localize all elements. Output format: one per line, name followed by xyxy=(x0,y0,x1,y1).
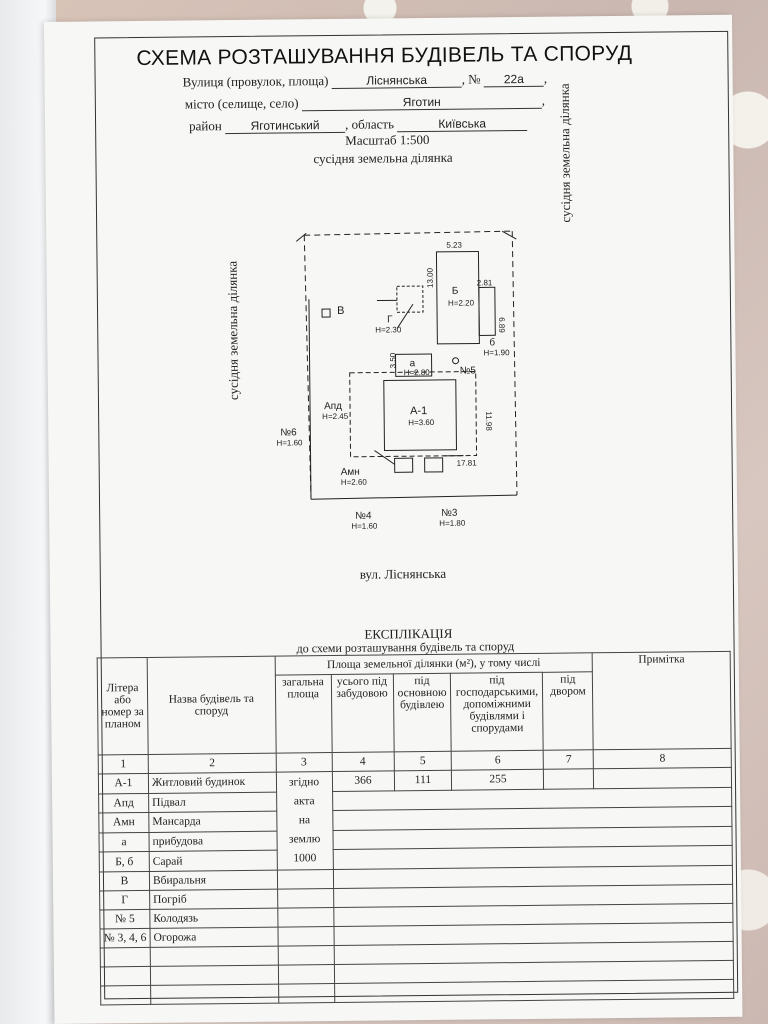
label-amn-height: H=2.60 xyxy=(341,478,368,487)
row-litera: № 5 xyxy=(99,909,150,929)
header-note: Примітка xyxy=(592,651,732,750)
plot-boundary-right xyxy=(511,231,518,496)
label-b-small: б xyxy=(489,336,495,348)
row-litera: а xyxy=(98,832,150,853)
building-a1-basement xyxy=(349,370,478,458)
label-b-height: H=2.20 xyxy=(448,299,475,308)
row-name: Підвал xyxy=(148,791,277,813)
header-name: Назва будівель та споруд xyxy=(147,656,276,755)
plot-boundary-left xyxy=(303,235,312,500)
row-name: Огорожа xyxy=(149,927,278,948)
yard-area-value xyxy=(543,768,594,789)
header-total: загальна площа xyxy=(274,674,332,754)
row-name: Колодязь xyxy=(149,908,278,929)
label-a: а xyxy=(410,358,416,369)
label-b: Б xyxy=(452,286,459,297)
well-n5 xyxy=(452,357,460,365)
dim-13.00: 13.00 xyxy=(426,267,435,288)
empty-cell xyxy=(277,926,334,947)
col-number: 8 xyxy=(593,748,732,769)
col-number: 6 xyxy=(451,750,544,771)
total-line: 1000 xyxy=(293,852,317,865)
built-area-value: 366 xyxy=(331,770,395,792)
fence-bottom xyxy=(311,494,517,500)
header-litera: Літера або номер за планом xyxy=(97,657,149,755)
explication-table: Літера або номер за планом Назва будівел… xyxy=(97,651,735,1006)
fence-n6 xyxy=(308,299,312,500)
col-number: 7 xyxy=(543,749,594,770)
row-litera: Г xyxy=(99,890,150,910)
col-number: 3 xyxy=(275,752,332,773)
label-b-small-height: H=1.90 xyxy=(483,348,510,357)
label-n3: №3 xyxy=(441,508,458,519)
row-name: Погріб xyxy=(149,889,278,910)
empty-cell xyxy=(277,907,334,928)
row-litera: В xyxy=(99,871,150,891)
dim-17.81: 17.81 xyxy=(457,458,478,467)
label-v: В xyxy=(337,305,344,317)
empty-cell xyxy=(277,888,334,909)
dim-6.89: 6.89 xyxy=(497,317,506,333)
label-n4: №4 xyxy=(355,511,372,522)
row-litera: № 3, 4, 6 xyxy=(100,928,151,948)
note-cell xyxy=(593,767,732,789)
label-n5: №5 xyxy=(460,365,477,376)
col-number: 4 xyxy=(331,751,394,772)
building-a-annex xyxy=(394,353,433,377)
label-n6-height: H=1.60 xyxy=(276,438,303,447)
label-g-height: H=2.30 xyxy=(375,325,402,334)
row-litera: Апд xyxy=(98,793,149,814)
label-a1: А-1 xyxy=(410,405,427,417)
label-apd-height: H=2.45 xyxy=(322,412,349,421)
empty-cell xyxy=(276,869,334,890)
col-number: 1 xyxy=(98,754,149,774)
label-a1-height: H=3.60 xyxy=(408,418,435,427)
header-aux: під господарськими, допоміжними будівлям… xyxy=(450,672,544,752)
site-plan: 5.23 Б H=2.20 13.00 2.81 6.89 б H=1.90 В… xyxy=(276,230,518,531)
label-a-height: H=2.80 xyxy=(404,368,431,377)
total-line: акта xyxy=(293,795,315,808)
aux-area-value: 255 xyxy=(451,769,545,790)
row-litera: А-1 xyxy=(98,773,149,794)
dim-2.81: 2.81 xyxy=(477,278,493,287)
dim-5.23: 5.23 xyxy=(446,241,462,250)
building-a1 xyxy=(383,379,458,451)
dim-11.98: 11.98 xyxy=(484,411,493,431)
row-name: Житловий будинок xyxy=(148,772,277,794)
building-g-cellar xyxy=(396,285,424,313)
document-page: СХЕМА РОЗТАШУВАННЯ БУДІВЕЛЬ ТА СПОРУД Ву… xyxy=(44,14,743,1024)
label-g: Г xyxy=(387,314,393,325)
total-line: землю xyxy=(288,833,321,846)
col-number: 5 xyxy=(393,751,452,771)
label-n4-height: H=1.60 xyxy=(351,522,378,531)
total-area-cell: згідно акта на землю 1000 xyxy=(275,771,333,871)
row-litera: Б, б xyxy=(99,851,150,872)
row-name: прибудова xyxy=(148,830,277,852)
building-v xyxy=(321,308,331,318)
header-yard: під двором xyxy=(542,671,594,751)
total-line: згідно xyxy=(288,776,320,789)
plot-boundary xyxy=(304,230,513,236)
row-name: Вбиральня xyxy=(149,870,278,891)
label-apd: Апд xyxy=(324,401,342,412)
label-n6: №6 xyxy=(280,427,297,438)
label-amn: Амн xyxy=(341,467,360,478)
header-built: усього під забудовою xyxy=(330,673,394,753)
row-name: Мансарда xyxy=(148,811,277,833)
row-name: Сарай xyxy=(149,850,277,872)
main-area-value: 111 xyxy=(393,770,453,791)
total-line: на xyxy=(298,814,311,827)
dim-3.50: 3.50 xyxy=(388,352,397,368)
row-litera: Амн xyxy=(98,812,149,833)
building-b-small xyxy=(478,286,496,336)
label-n3-height: H=1.80 xyxy=(439,519,466,528)
col-number: 2 xyxy=(148,753,276,774)
header-main: під основною будівлею xyxy=(392,673,452,752)
